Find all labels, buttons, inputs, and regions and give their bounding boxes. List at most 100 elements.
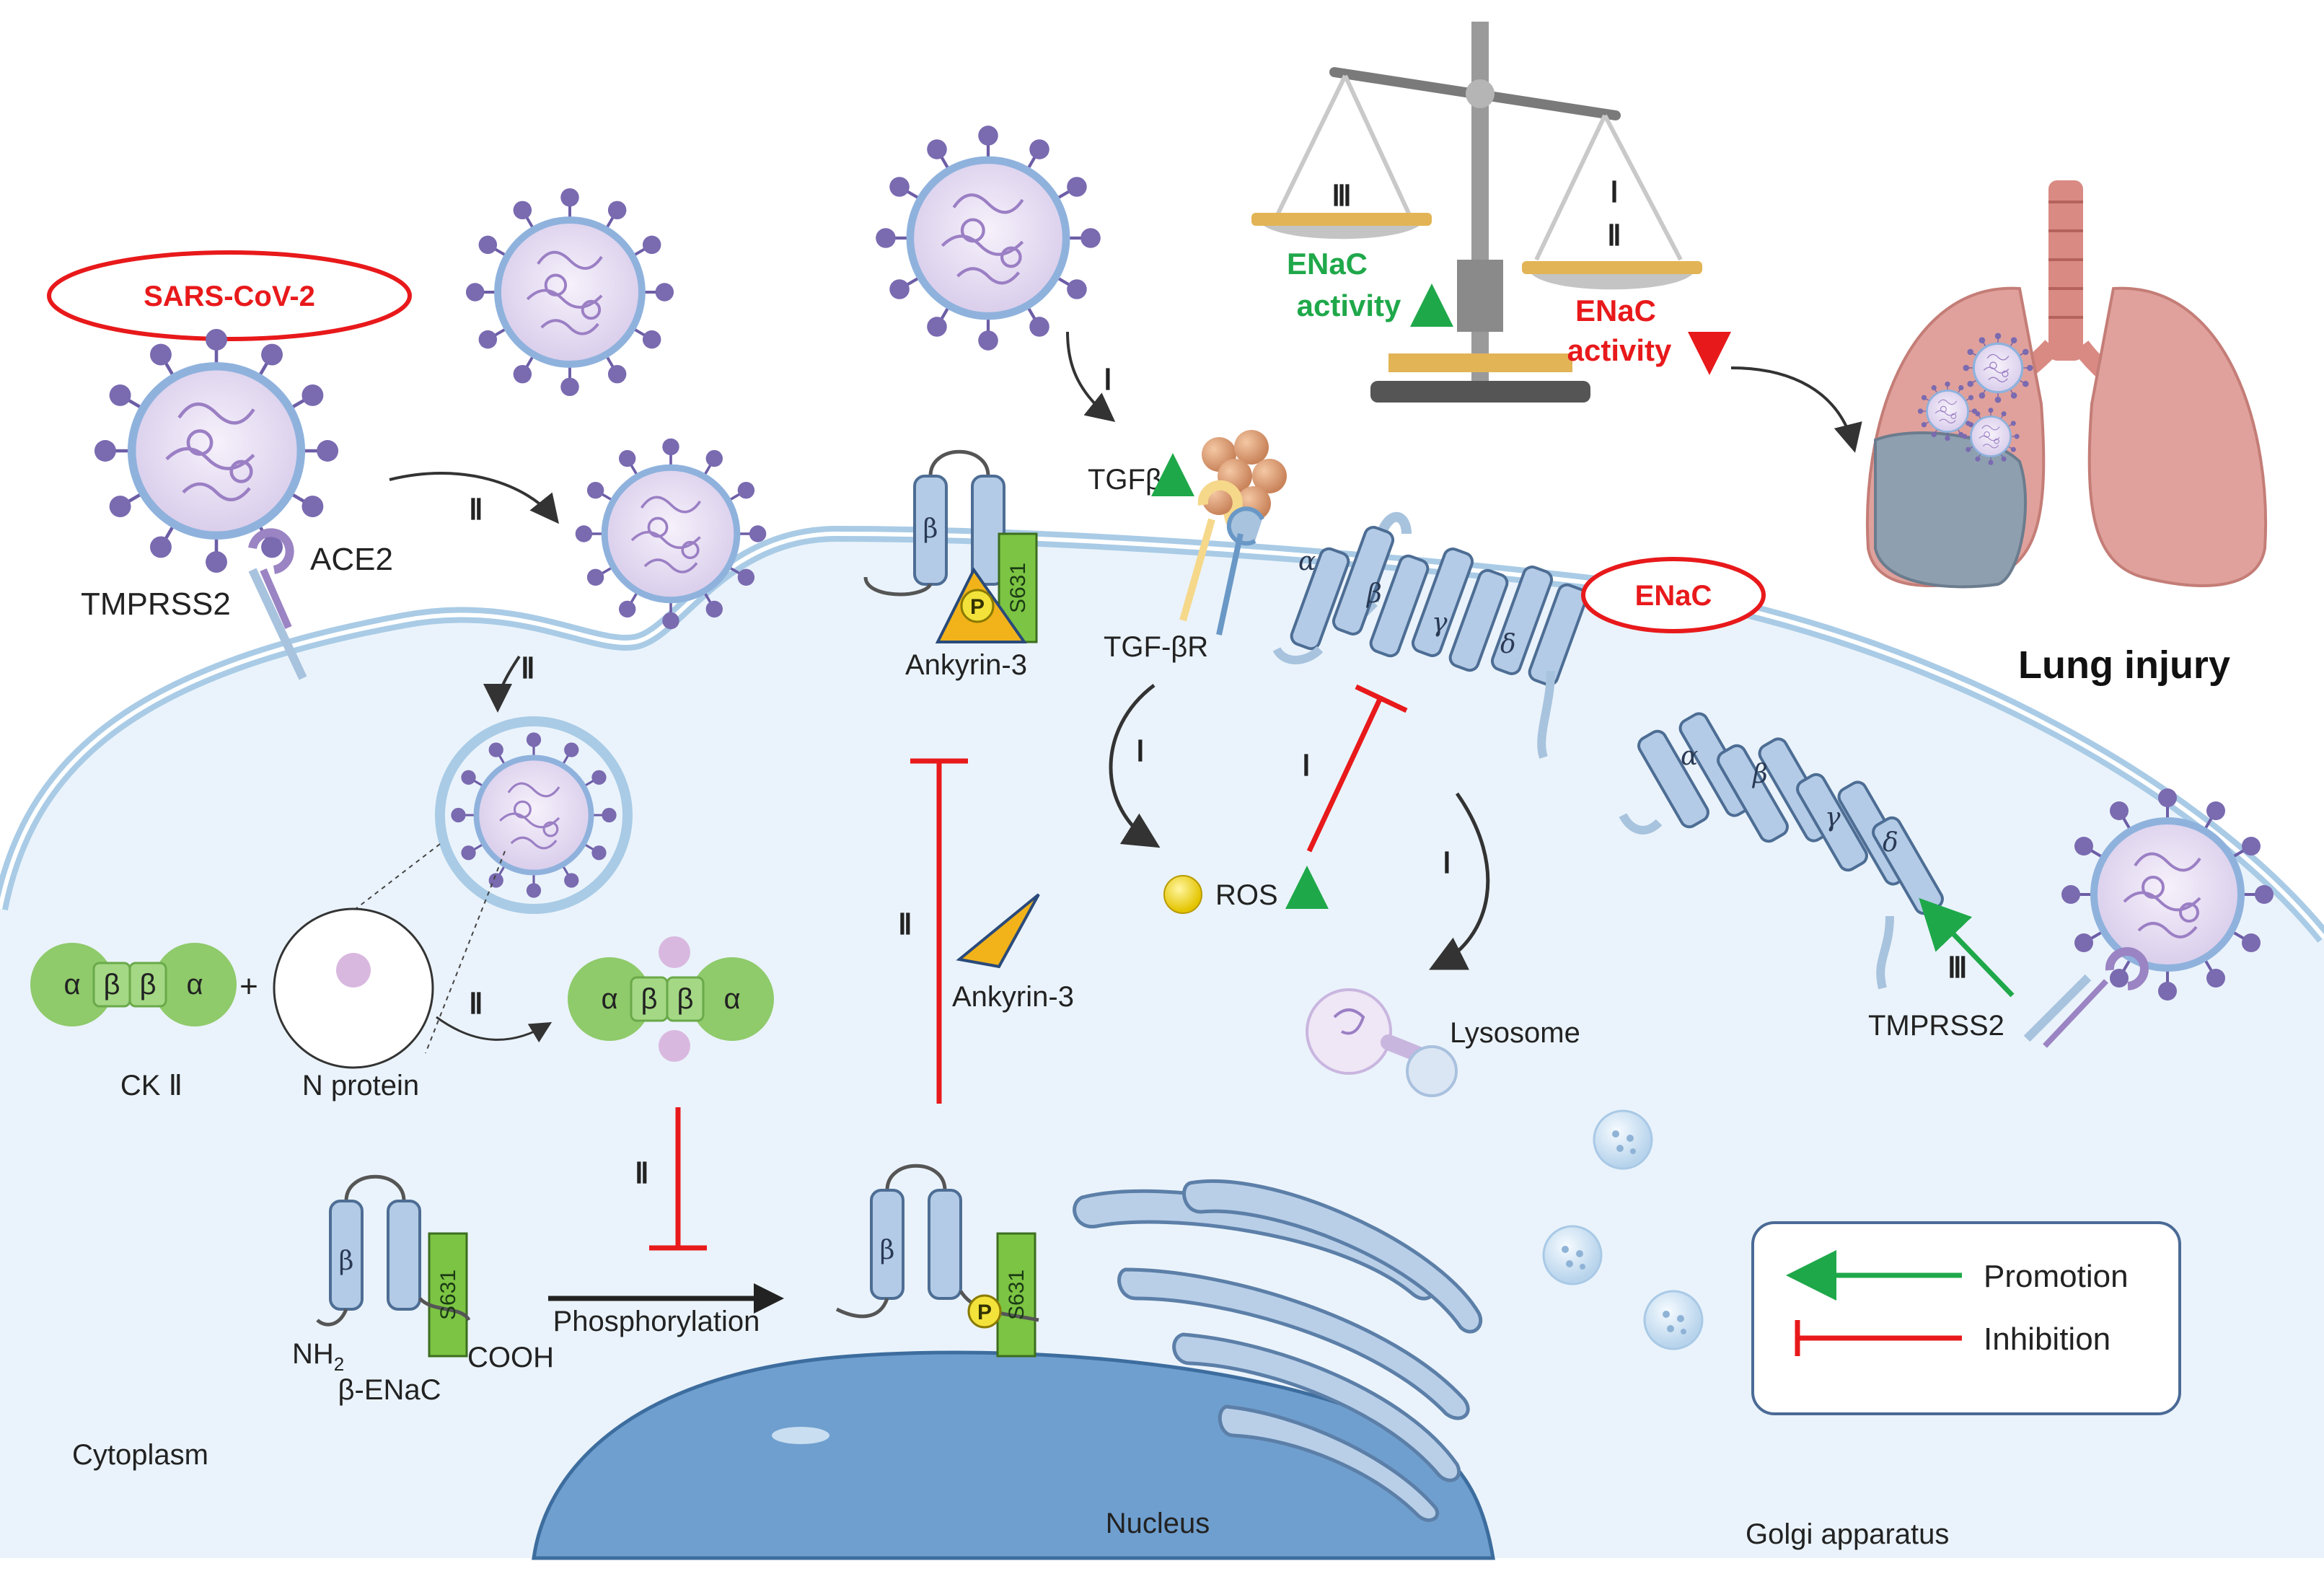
golgi-vesicle — [1542, 1225, 1603, 1285]
enac-badge-label: ENaC — [1635, 580, 1712, 612]
bottom-margin — [0, 1558, 2324, 1592]
ck2-n-protein-complex: α β β α — [568, 936, 774, 1062]
lysosome — [1306, 988, 1458, 1097]
membrane-beta-enac-ankyrin — [863, 449, 1038, 643]
cytoplasm-label: Cytoplasm — [72, 1439, 208, 1471]
phosphorylated-beta-enac — [835, 1164, 1039, 1358]
nucleus-label: Nucleus — [1106, 1508, 1210, 1539]
sars-cov-2-badge — [47, 250, 412, 341]
virus-particle — [876, 126, 1101, 351]
golgi-vesicle — [1593, 1109, 1653, 1170]
complex-beta-left: β — [641, 983, 657, 1015]
lung-injury-label: Lung injury — [2018, 643, 2230, 687]
enac-activity-up-line2: activity — [1297, 289, 1401, 322]
complex-alpha-left: α — [601, 983, 617, 1015]
zoom-line — [425, 850, 506, 1054]
tgfb-receptor — [1179, 480, 1264, 636]
endosome — [435, 716, 633, 914]
pathway-label-ros-enac: Ⅰ — [1302, 749, 1311, 782]
enac-right-gamma: γ — [1825, 803, 1841, 832]
endocytosis-arrow — [483, 655, 521, 713]
entry-arrow — [389, 472, 560, 524]
legend-inhibition-label: Inhibition — [1984, 1321, 2110, 1357]
beta-enac-label: β-ENaC — [338, 1374, 441, 1406]
top-p-label: P — [970, 595, 985, 619]
phos-s631-label: S631 — [1005, 1270, 1029, 1320]
nh2-label: NH2 — [292, 1338, 344, 1375]
golgi-vesicle — [1643, 1290, 1704, 1350]
ros-enac-inhibition-bar — [1355, 684, 1408, 713]
tgfb-label: TGFβ — [1088, 464, 1162, 496]
ros-label: ROS — [1215, 879, 1278, 911]
lysosome-label: Lysosome — [1450, 1017, 1580, 1049]
zoom-line — [345, 843, 441, 917]
s631-label: S631 — [436, 1270, 460, 1320]
balance-right-label-2: Ⅱ — [1607, 219, 1621, 252]
enac-right-alpha: α — [1681, 742, 1698, 771]
tmprss2-right — [2023, 947, 2149, 1048]
virus-particle — [94, 329, 338, 573]
balance-scale — [1251, 22, 1702, 403]
pathway-label-inhibition: Ⅱ — [635, 1157, 649, 1189]
ck2-label: CK Ⅱ — [120, 1070, 182, 1101]
cooh-label: COOH — [467, 1342, 554, 1373]
golgi-apparatus — [1073, 1179, 1483, 1522]
n-protein — [336, 953, 371, 988]
enac-top-delta: δ — [1500, 630, 1516, 659]
tmprss2-left — [248, 568, 307, 680]
complex-beta-right: β — [677, 983, 693, 1015]
ace2-receptor — [248, 528, 294, 630]
enac-channel-right — [1619, 712, 1944, 990]
pathway-label-lysosome: Ⅰ — [1443, 847, 1451, 879]
enac-channel-top — [1272, 511, 1588, 759]
ck2-binding-arrow — [436, 1016, 553, 1043]
enac-activity-down-line2: activity — [1567, 333, 1672, 367]
enac-right-beta: β — [1751, 760, 1768, 789]
top-s631-label: S631 — [1006, 563, 1030, 613]
enac-activity-down-line1: ENaC — [1575, 294, 1656, 327]
pathway-label-ankyrin: Ⅱ — [898, 908, 912, 941]
legend-box — [1751, 1221, 2181, 1415]
tmprss2-left-label: TMPRSS2 — [81, 586, 231, 622]
enac-top-gamma: γ — [1432, 608, 1448, 638]
ck2-beta-right: β — [139, 969, 156, 1001]
pathway-label-ck2: Ⅱ — [469, 988, 483, 1020]
pathway-label-tgfb: Ⅰ — [1104, 364, 1112, 396]
sars-cov-2-label: SARS-CoV-2 — [144, 281, 315, 312]
legend-promotion-label: Promotion — [1984, 1259, 2129, 1294]
top-beta-label: β — [923, 514, 938, 544]
enac-lysosome-arrow — [1429, 792, 1490, 970]
pathway-label-tmprss2: Ⅲ — [1947, 951, 1968, 984]
n-protein-label: N protein — [302, 1070, 419, 1101]
enac-right-delta: δ — [1883, 828, 1898, 858]
virus-tgfb-arrow — [1066, 331, 1116, 422]
ck2-beta-left: β — [103, 969, 120, 1001]
nucleus-highlight — [772, 1427, 829, 1444]
enac-activity-up-line1: ENaC — [1287, 247, 1368, 281]
plus-sign: + — [239, 969, 258, 1004]
ck2-alpha-right: α — [186, 969, 203, 1001]
ros-molecule — [1163, 875, 1202, 914]
enac-badge — [1581, 557, 1766, 633]
ros-enac-inhibition-line — [1306, 695, 1384, 853]
phosphorylation-label: Phosphorylation — [553, 1306, 760, 1337]
tmprss2-right-label: TMPRSS2 — [1868, 1010, 2004, 1042]
ankyrin-mid-label: Ankyrin-3 — [952, 981, 1074, 1013]
pathway-label-ros: Ⅰ — [1136, 735, 1145, 768]
ck2-complex: α β β α — [30, 943, 237, 1026]
enac-top-beta: β — [1365, 579, 1382, 609]
pathway-label-endocytosis: Ⅱ — [521, 652, 535, 685]
ck2-alpha-left: α — [63, 969, 80, 1001]
pathway-label-entry: Ⅱ — [469, 493, 483, 526]
phos-beta-label: β — [880, 1236, 895, 1265]
beta-enac-beta: β — [339, 1246, 354, 1276]
phos-p-label: P — [977, 1301, 992, 1324]
balance-right-label-1: Ⅰ — [1610, 176, 1619, 208]
n-protein-zoom-circle — [273, 907, 434, 1069]
golgi-label: Golgi apparatus — [1746, 1518, 1949, 1550]
tgfbr-label: TGF-βR — [1104, 631, 1208, 663]
ankyrin-3-wedge — [956, 893, 1040, 969]
complex-alpha-right: α — [723, 983, 740, 1015]
activity-lung-arrow — [1730, 366, 1862, 453]
